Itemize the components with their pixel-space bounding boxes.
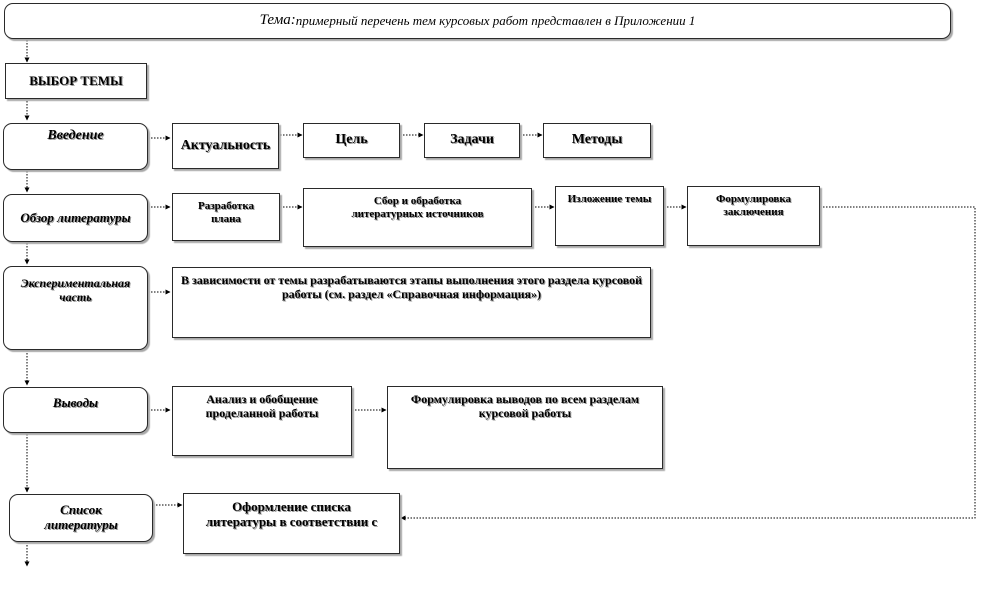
topic-statement-label: Изложение темы [567,193,652,205]
relevance-box: Актуальность [172,123,279,169]
tasks-label: Задачи [450,132,494,148]
sources-collection-box: Сбор и обработка литературных источников [303,188,532,247]
topic-choice-label: ВЫБОР ТЕМЫ [29,72,123,88]
banner-text: примерный перечень тем курсовых работ пр… [295,12,696,28]
methods-box: Методы [543,123,651,158]
bibliography-label: Список литературы [44,502,118,532]
experimental-part-label: Экспериментальная часть [20,276,131,304]
tasks-box: Задачи [424,123,520,158]
findings-formulation-box: Формулировка выводов по всем разделам ку… [387,386,663,469]
goal-box: Цель [303,123,400,158]
experimental-note-box: В зависимости от темы разрабатываются эт… [172,267,651,338]
experimental-note-label: В зависимости от темы разрабатываются эт… [180,273,643,301]
findings-box: Выводы [3,387,148,433]
topic-statement-box: Изложение темы [555,186,664,246]
plan-development-box: Разработка плана [172,193,280,241]
sources-collection-label: Сбор и обработка литературных источников [351,195,484,220]
goal-label: Цель [335,132,368,148]
analysis-label: Анализ и обобщение проделанной работы [205,392,319,420]
methods-label: Методы [571,132,623,148]
bibliography-box: Список литературы [9,494,153,542]
banner-prefix: Тема: [259,12,296,29]
literature-review-box: Обзор литературы [3,194,148,242]
plan-development-label: Разработка плана [197,200,255,225]
topic-choice-box: ВЫБОР ТЕМЫ [5,63,147,99]
analysis-box: Анализ и обобщение проделанной работы [172,386,352,456]
relevance-label: Актуальность [180,137,271,153]
bibliography-design-box: Оформление списка литературы в соответст… [183,493,400,554]
topic-banner: Тема: примерный перечень тем курсовых ра… [4,3,951,39]
conclusions-formulation-label: Формулировка заключения [715,193,792,218]
findings-formulation-label: Формулировка выводов по всем разделам ку… [410,392,640,420]
introduction-label: Введение [47,128,104,143]
experimental-part-box: Экспериментальная часть [3,266,148,350]
findings-label: Выводы [52,395,99,410]
literature-review-label: Обзор литературы [20,209,131,225]
introduction-box: Введение [3,123,148,170]
bibliography-design-label: Оформление списка литературы в соответст… [205,499,378,529]
conclusions-formulation-box: Формулировка заключения [687,186,820,246]
